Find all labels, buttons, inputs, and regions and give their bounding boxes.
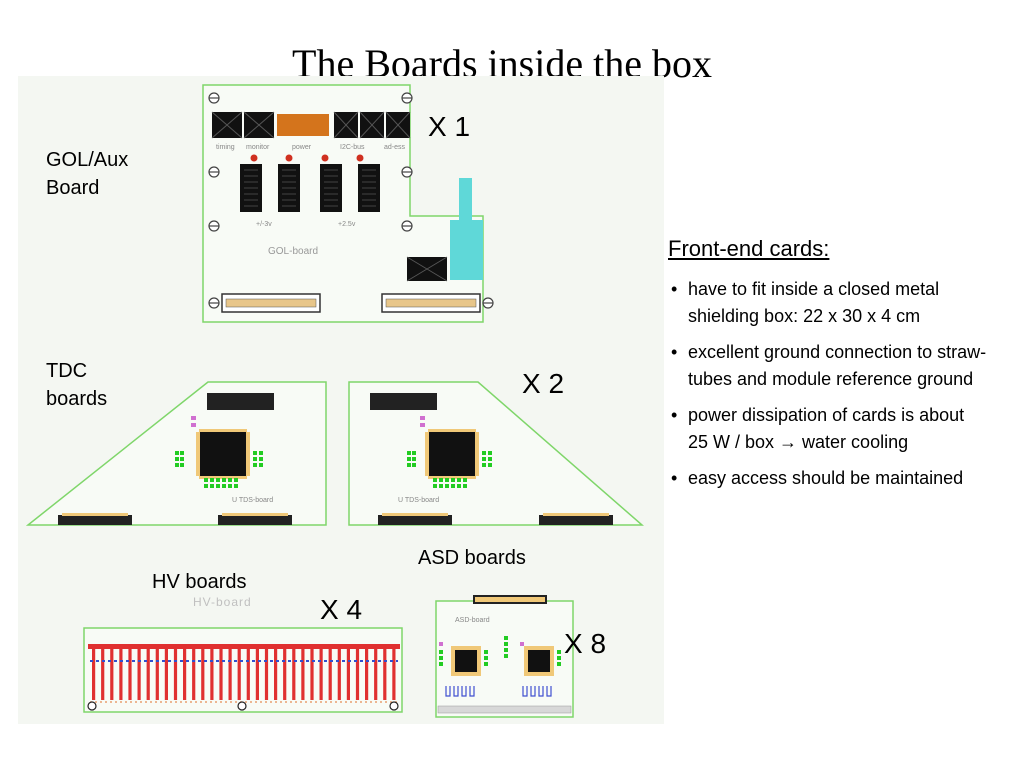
hv-multiplier: X 4	[320, 594, 363, 625]
hv-resistor	[155, 648, 159, 700]
gol-top-connectors	[211, 111, 411, 139]
hv-resistor	[365, 648, 369, 700]
hv-resistor	[119, 648, 123, 700]
tdc-boards-label-line2: boards	[46, 388, 108, 410]
tdc-left-silkscreen: U TDS-board	[232, 497, 273, 504]
hv-resistor	[164, 648, 168, 700]
notes-bullet-list: have to fit inside a closed metal shield…	[668, 276, 988, 492]
hv-resistor	[374, 648, 378, 700]
front-end-cards-notes: Front-end cards: have to fit inside a cl…	[668, 236, 988, 501]
hv-resistor	[173, 648, 178, 700]
hv-board: HV-board	[83, 595, 403, 713]
hv-resistor	[210, 648, 214, 700]
tdc-boards-label-line1: TDC	[46, 360, 88, 382]
hv-resistor	[346, 648, 350, 700]
gol-board: timing monitor power I2C-bus ad-ess	[202, 84, 494, 323]
hv-resistor	[101, 648, 105, 700]
notes-bullet: power dissipation of cards is about 25 W…	[668, 402, 988, 456]
hv-resistor	[137, 648, 141, 700]
hv-mount-holes	[87, 701, 399, 711]
hv-resistor	[219, 648, 223, 700]
asd-boards-label: ASD boards	[418, 547, 526, 569]
asd-multiplier: X 8	[564, 628, 607, 659]
gol-aux-board-label: GOL/Aux Board	[46, 146, 128, 202]
notes-bullet: excellent ground connection to straw-tub…	[668, 339, 988, 393]
hv-resistor	[383, 648, 387, 700]
hv-resistor-array	[88, 644, 400, 700]
boards-diagram-panel: timing monitor power I2C-bus ad-ess	[18, 76, 664, 724]
hv-resistor-rail	[88, 644, 400, 649]
notes-heading: Front-end cards:	[668, 236, 830, 261]
gol-label-i2c: I2C-bus	[340, 144, 365, 151]
gol-aux-board-label-line1: GOL/Aux	[46, 149, 129, 171]
hv-resistor	[264, 648, 269, 700]
hv-resistor	[201, 648, 205, 700]
hv-resistor	[301, 648, 305, 700]
gol-aux-board-label-line2: Board	[46, 177, 100, 199]
hv-resistor	[392, 648, 396, 700]
asd-board-silkscreen: ASD-board	[455, 617, 490, 624]
gol-regulators	[240, 164, 380, 212]
hv-resistor	[283, 648, 287, 700]
tdc-board-right: U TDS-board	[348, 381, 645, 526]
hv-resistor	[92, 648, 96, 700]
gol-board-silkscreen: GOL-board	[268, 246, 318, 257]
gol-label-address: ad-ess	[384, 144, 406, 151]
asd-input-connectors	[445, 686, 552, 697]
hv-resistor	[355, 648, 360, 700]
tdc-board-left: U TDS-board	[25, 381, 327, 526]
cooling-block	[450, 220, 483, 280]
hv-resistor	[146, 648, 150, 700]
hv-resistor	[292, 648, 296, 700]
gol-label-minus3v: +/-3v	[256, 221, 272, 228]
hv-boards-label: HV boards	[152, 571, 247, 593]
hv-resistor	[319, 648, 323, 700]
notes-bullet: have to fit inside a closed metal shield…	[668, 276, 988, 330]
gol-multiplier: X 1	[428, 111, 471, 142]
tdc-boards-label: TDC boards	[46, 357, 107, 413]
tdc-right-silkscreen: U TDS-board	[398, 497, 439, 504]
hv-resistor	[337, 648, 341, 700]
gol-label-2v5: +2.5v	[338, 221, 356, 228]
hv-resistor	[183, 648, 187, 700]
hv-resistor	[328, 648, 332, 700]
gol-label-power: power	[292, 144, 312, 151]
gol-leds	[250, 154, 364, 162]
gol-bottom-connectors	[221, 293, 481, 313]
gol-screw-holes	[208, 92, 494, 309]
hv-resistor	[237, 648, 241, 700]
hv-resistor	[228, 648, 232, 700]
hv-resistor	[246, 648, 250, 700]
hv-board-silkscreen: HV-board	[193, 595, 252, 609]
cooling-pipe	[459, 178, 472, 220]
boards-diagram: timing monitor power I2C-bus ad-ess	[25, 84, 645, 718]
asd-board: ASD-board	[435, 595, 574, 718]
hv-resistor	[274, 648, 278, 700]
hv-resistor	[310, 648, 314, 700]
hv-resistor	[110, 648, 114, 700]
hv-resistor	[255, 648, 259, 700]
hv-resistor	[192, 648, 196, 700]
tdc-multiplier: X 2	[522, 368, 565, 399]
notes-bullet: easy access should be maintained	[668, 465, 988, 492]
gol-label-monitor: monitor	[246, 144, 270, 151]
gol-label-timing: timing	[216, 144, 235, 151]
hv-resistor	[128, 648, 132, 700]
